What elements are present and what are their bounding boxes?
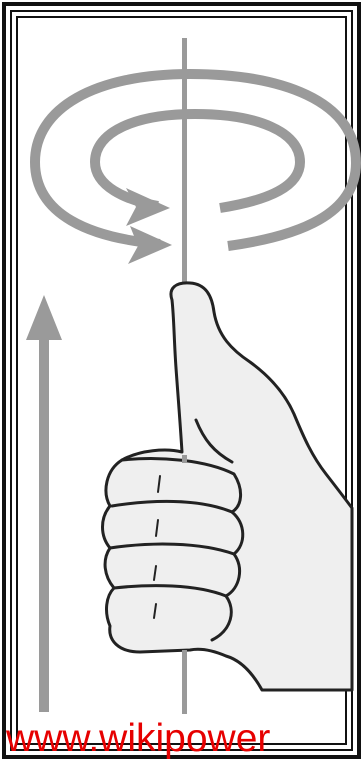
current-arrow-shaft — [39, 330, 49, 712]
conductor-wire-front-segment — [182, 455, 187, 463]
watermark-text: www.wikipower — [6, 716, 363, 761]
conductor-wire-lower-segment — [182, 650, 187, 714]
